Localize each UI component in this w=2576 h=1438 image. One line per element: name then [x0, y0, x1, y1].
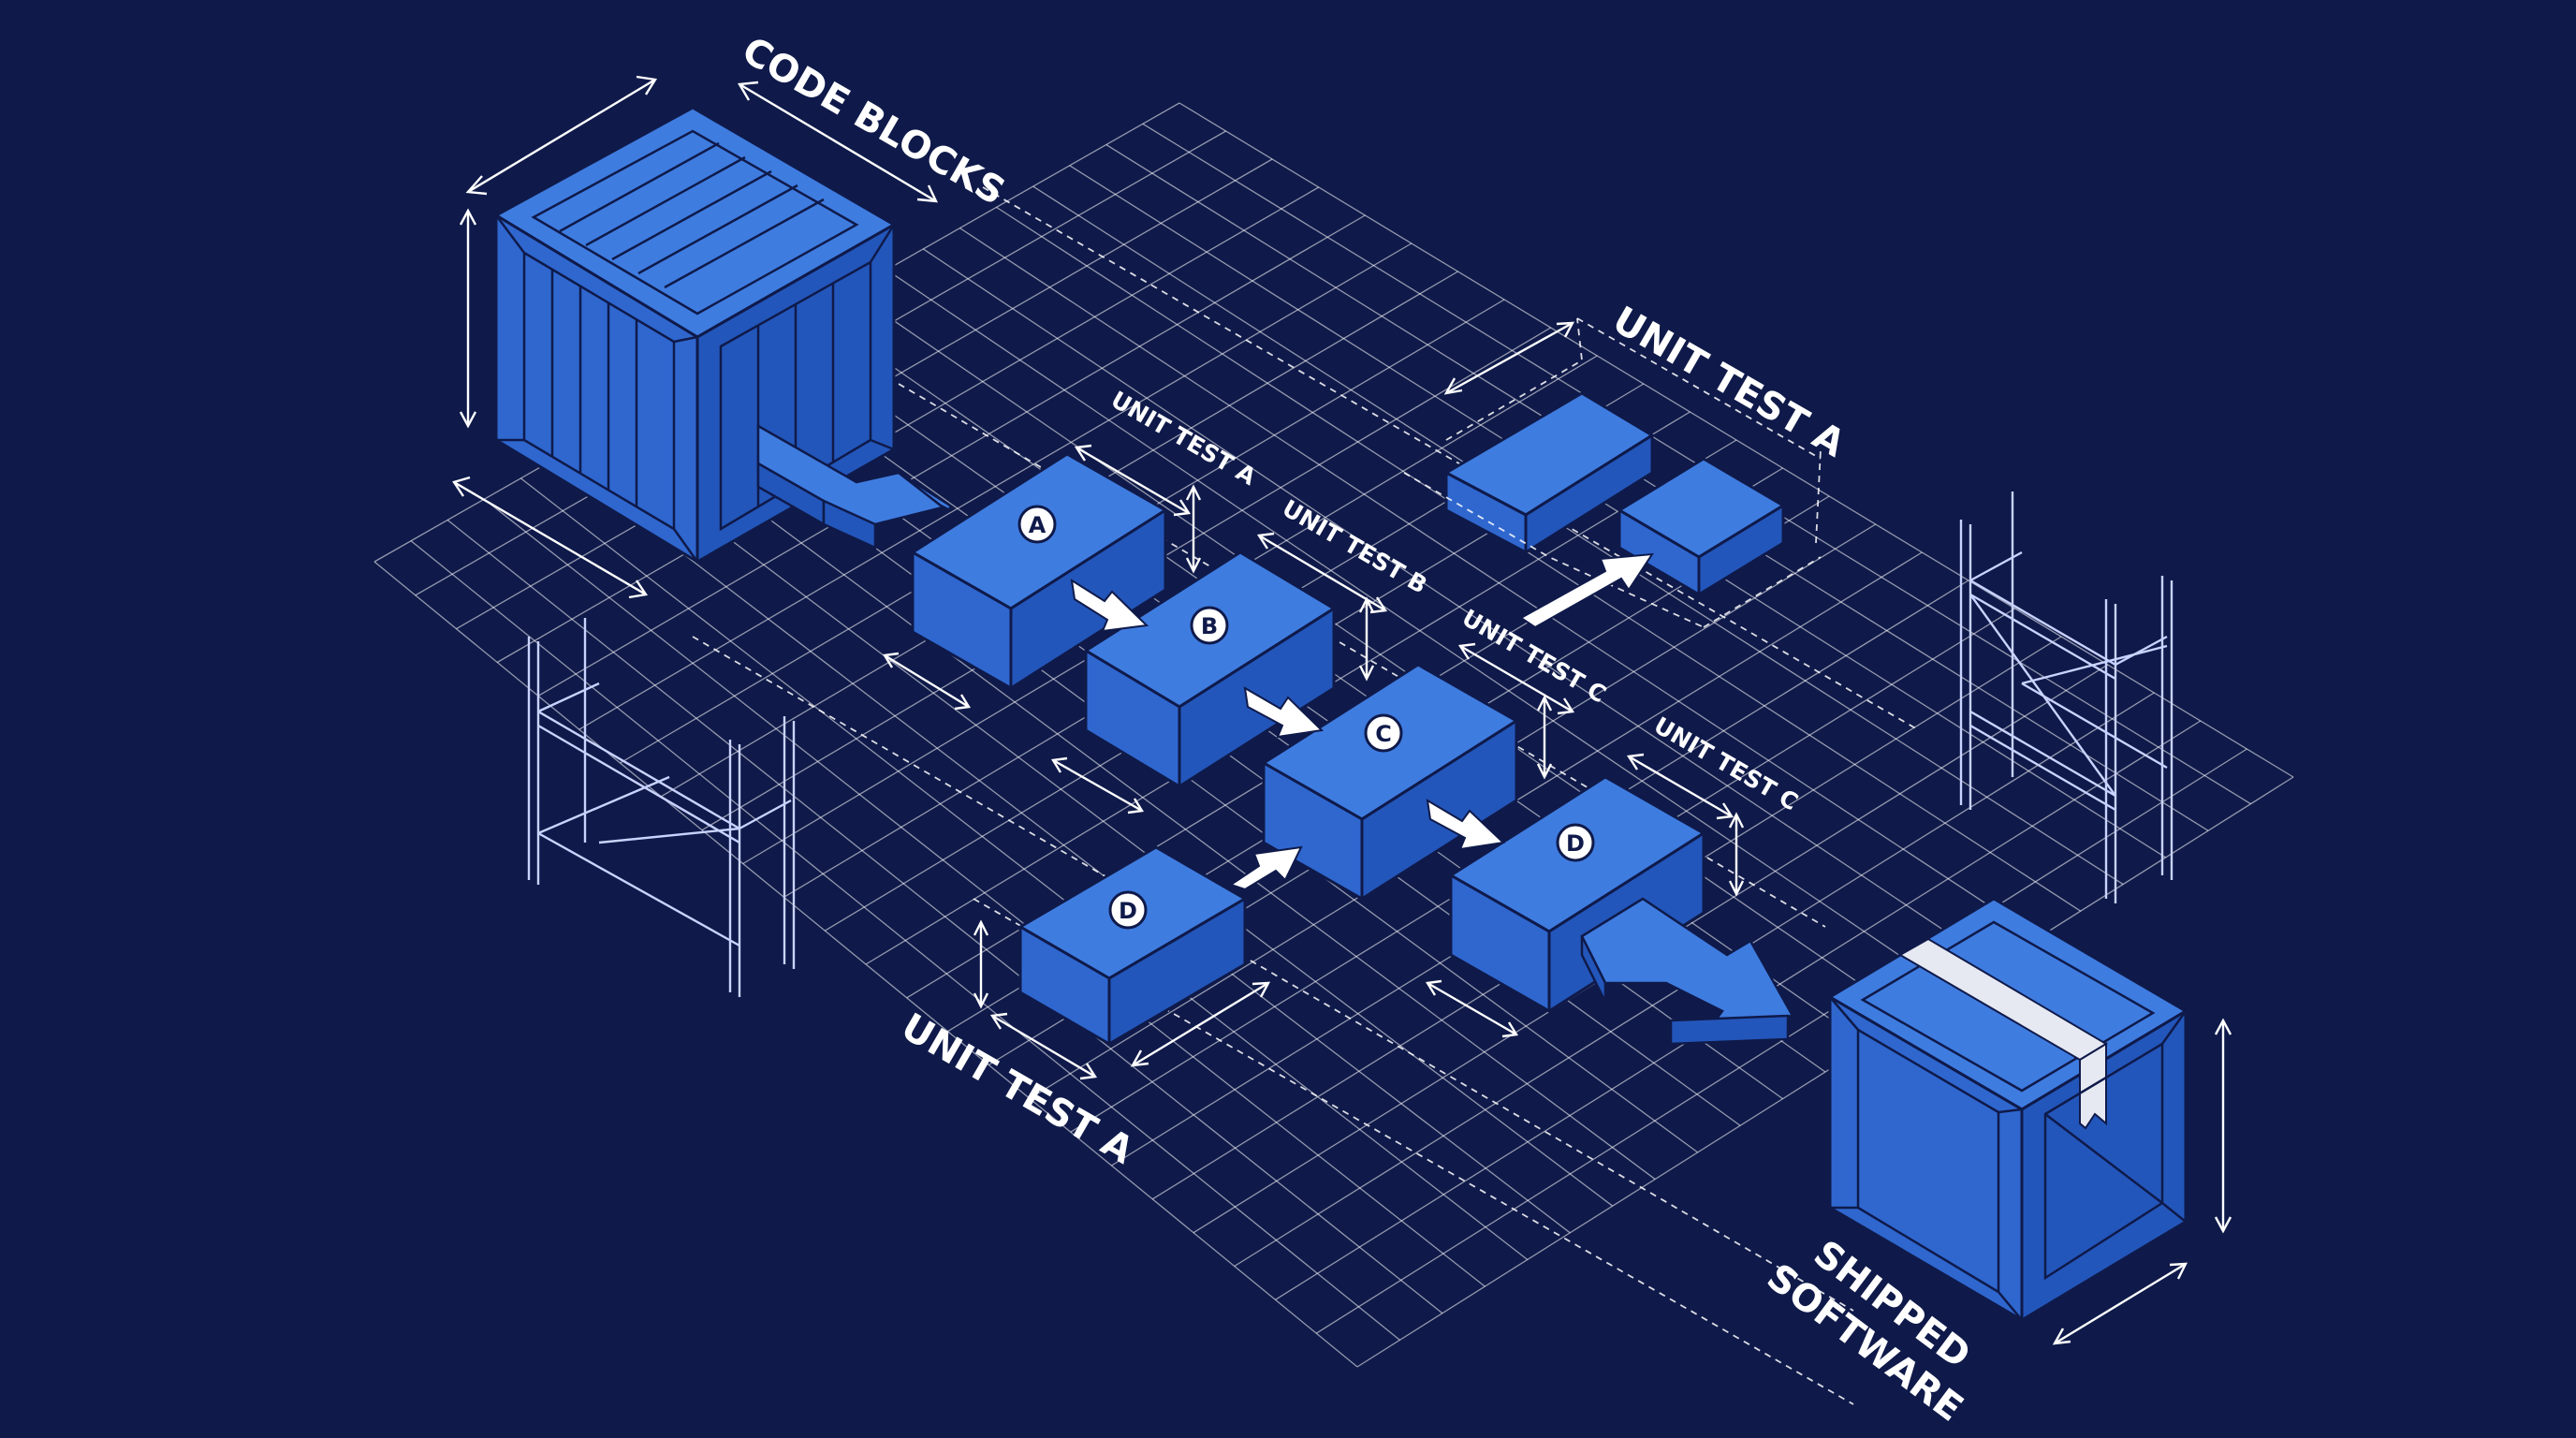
module-d-side-badge: D — [1119, 898, 1137, 924]
scaffold-left — [527, 618, 796, 997]
module-c-badge: C — [1375, 721, 1392, 747]
shipped-dimensions — [2052, 1018, 2232, 1345]
unit-test-a-bounds — [1403, 317, 1822, 628]
unit-test-c-label-2: UNIT TEST C — [1649, 712, 1803, 815]
module-d-side: D — [1018, 845, 1247, 1046]
unit-test-a-top-dimensions — [1443, 321, 1575, 395]
module-b-badge: B — [1201, 613, 1218, 639]
unit-test-a-small-label: UNIT TEST A — [1106, 386, 1261, 491]
module-dimensions — [883, 444, 1745, 1080]
guide-lines — [692, 186, 1920, 1405]
arrow-d-to-c — [1228, 845, 1303, 891]
arrow-to-shipped — [1580, 897, 1794, 1046]
arrow-to-unit-test-blocks — [1519, 552, 1654, 629]
arrow-c-to-d — [1426, 799, 1506, 851]
unit-test-a-block-left — [1444, 391, 1654, 554]
unit-test-a-block-right — [1617, 457, 1785, 596]
unit-test-b-label: UNIT TEST B — [1278, 494, 1432, 599]
arrow-a-to-b — [1070, 578, 1149, 633]
arrow-from-crate — [756, 423, 954, 550]
scaffold-right — [1959, 492, 2174, 903]
module-d-main-badge: D — [1566, 830, 1585, 857]
shipped-crate — [1828, 897, 2188, 1322]
arrow-b-to-c — [1243, 686, 1325, 739]
code-blocks-dimensions — [452, 75, 938, 599]
module-b: B — [1084, 550, 1336, 788]
module-a-badge: A — [1029, 512, 1046, 538]
